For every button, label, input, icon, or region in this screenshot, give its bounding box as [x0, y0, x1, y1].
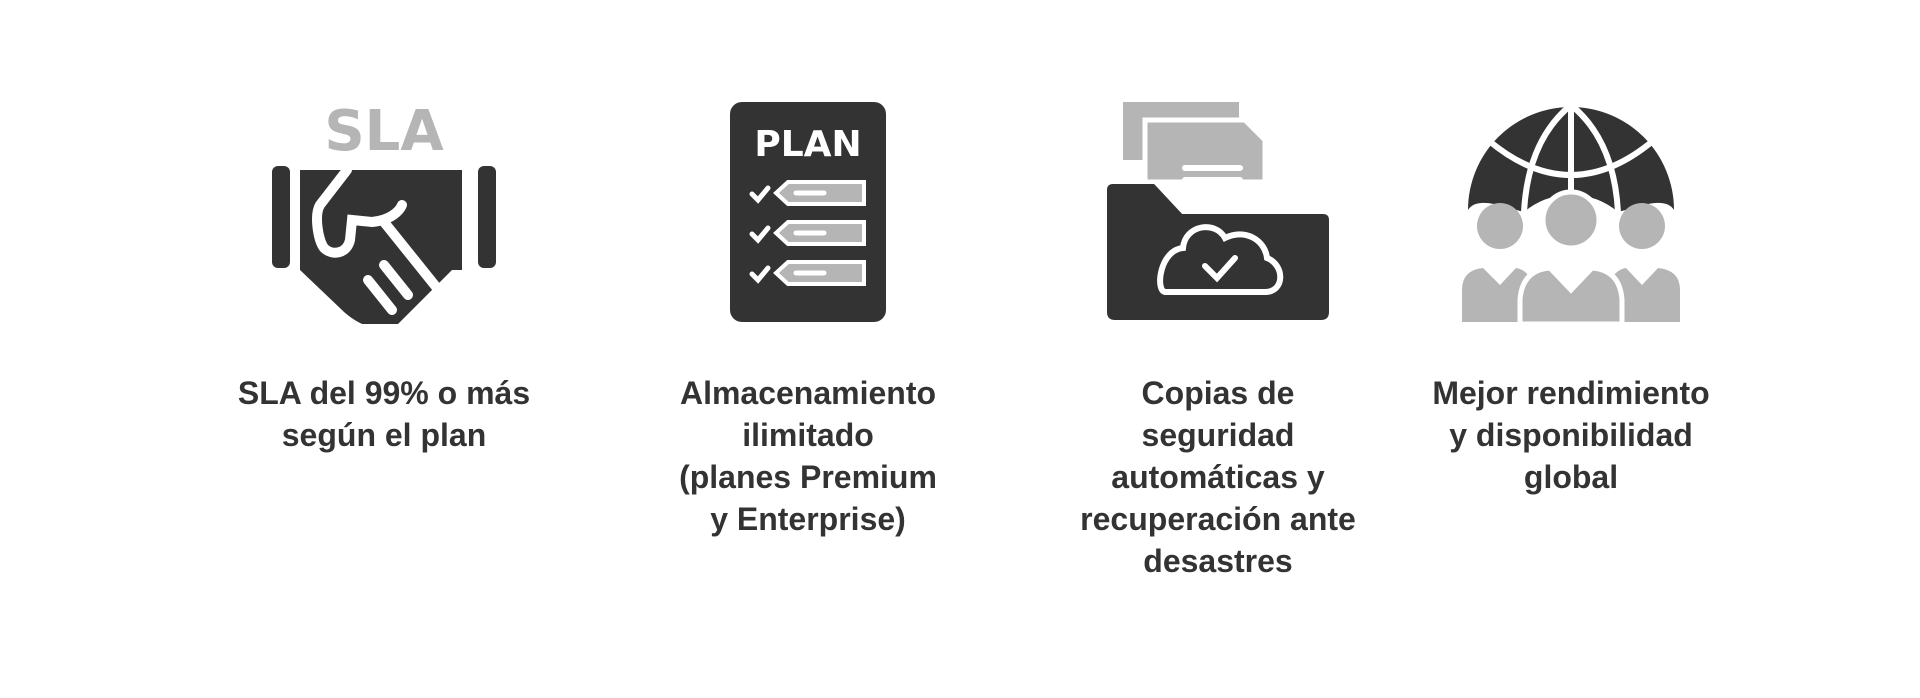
caption-line: desastres: [1143, 543, 1293, 579]
caption-line: SLA del 99% o más: [237, 375, 531, 411]
caption-line: automáticas y: [1111, 459, 1325, 495]
feature-sla: SLA SLA del 99% o más según el plan: [224, 100, 544, 456]
feature-caption: Mejor rendimiento y disponibilidad globa…: [1411, 372, 1731, 498]
caption-line: Mejor rendimiento: [1432, 375, 1710, 411]
caption-line: global: [1523, 459, 1619, 495]
handshake-sla-icon: SLA: [224, 100, 544, 324]
cloud-backup-folder-icon: [1058, 100, 1378, 324]
svg-text:SLA: SLA: [324, 100, 444, 164]
caption-line: según el plan: [281, 417, 487, 453]
plan-checklist-icon: PLAN: [648, 100, 968, 324]
feature-caption: SLA del 99% o más según el plan: [224, 372, 544, 456]
feature-storage: PLAN Almacenamiento ilimitado (planes Pr…: [648, 100, 968, 540]
caption-line: Copias de: [1141, 375, 1295, 411]
caption-line: Almacenamiento: [679, 375, 937, 411]
caption-line: (planes Premium: [679, 459, 937, 495]
caption-line: seguridad: [1141, 417, 1295, 453]
feature-caption: Almacenamiento ilimitado (planes Premium…: [648, 372, 968, 540]
caption-line: ilimitado: [742, 417, 874, 453]
svg-text:PLAN: PLAN: [754, 124, 861, 165]
caption-line: recuperación ante: [1080, 501, 1356, 537]
caption-line: y disponibilidad: [1449, 417, 1693, 453]
feature-backup: Copias de seguridad automáticas y recupe…: [1058, 100, 1378, 582]
feature-caption: Copias de seguridad automáticas y recupe…: [1058, 372, 1378, 582]
global-users-icon: [1411, 100, 1731, 324]
caption-line: y Enterprise): [710, 501, 906, 537]
feature-global: Mejor rendimiento y disponibilidad globa…: [1411, 100, 1731, 498]
